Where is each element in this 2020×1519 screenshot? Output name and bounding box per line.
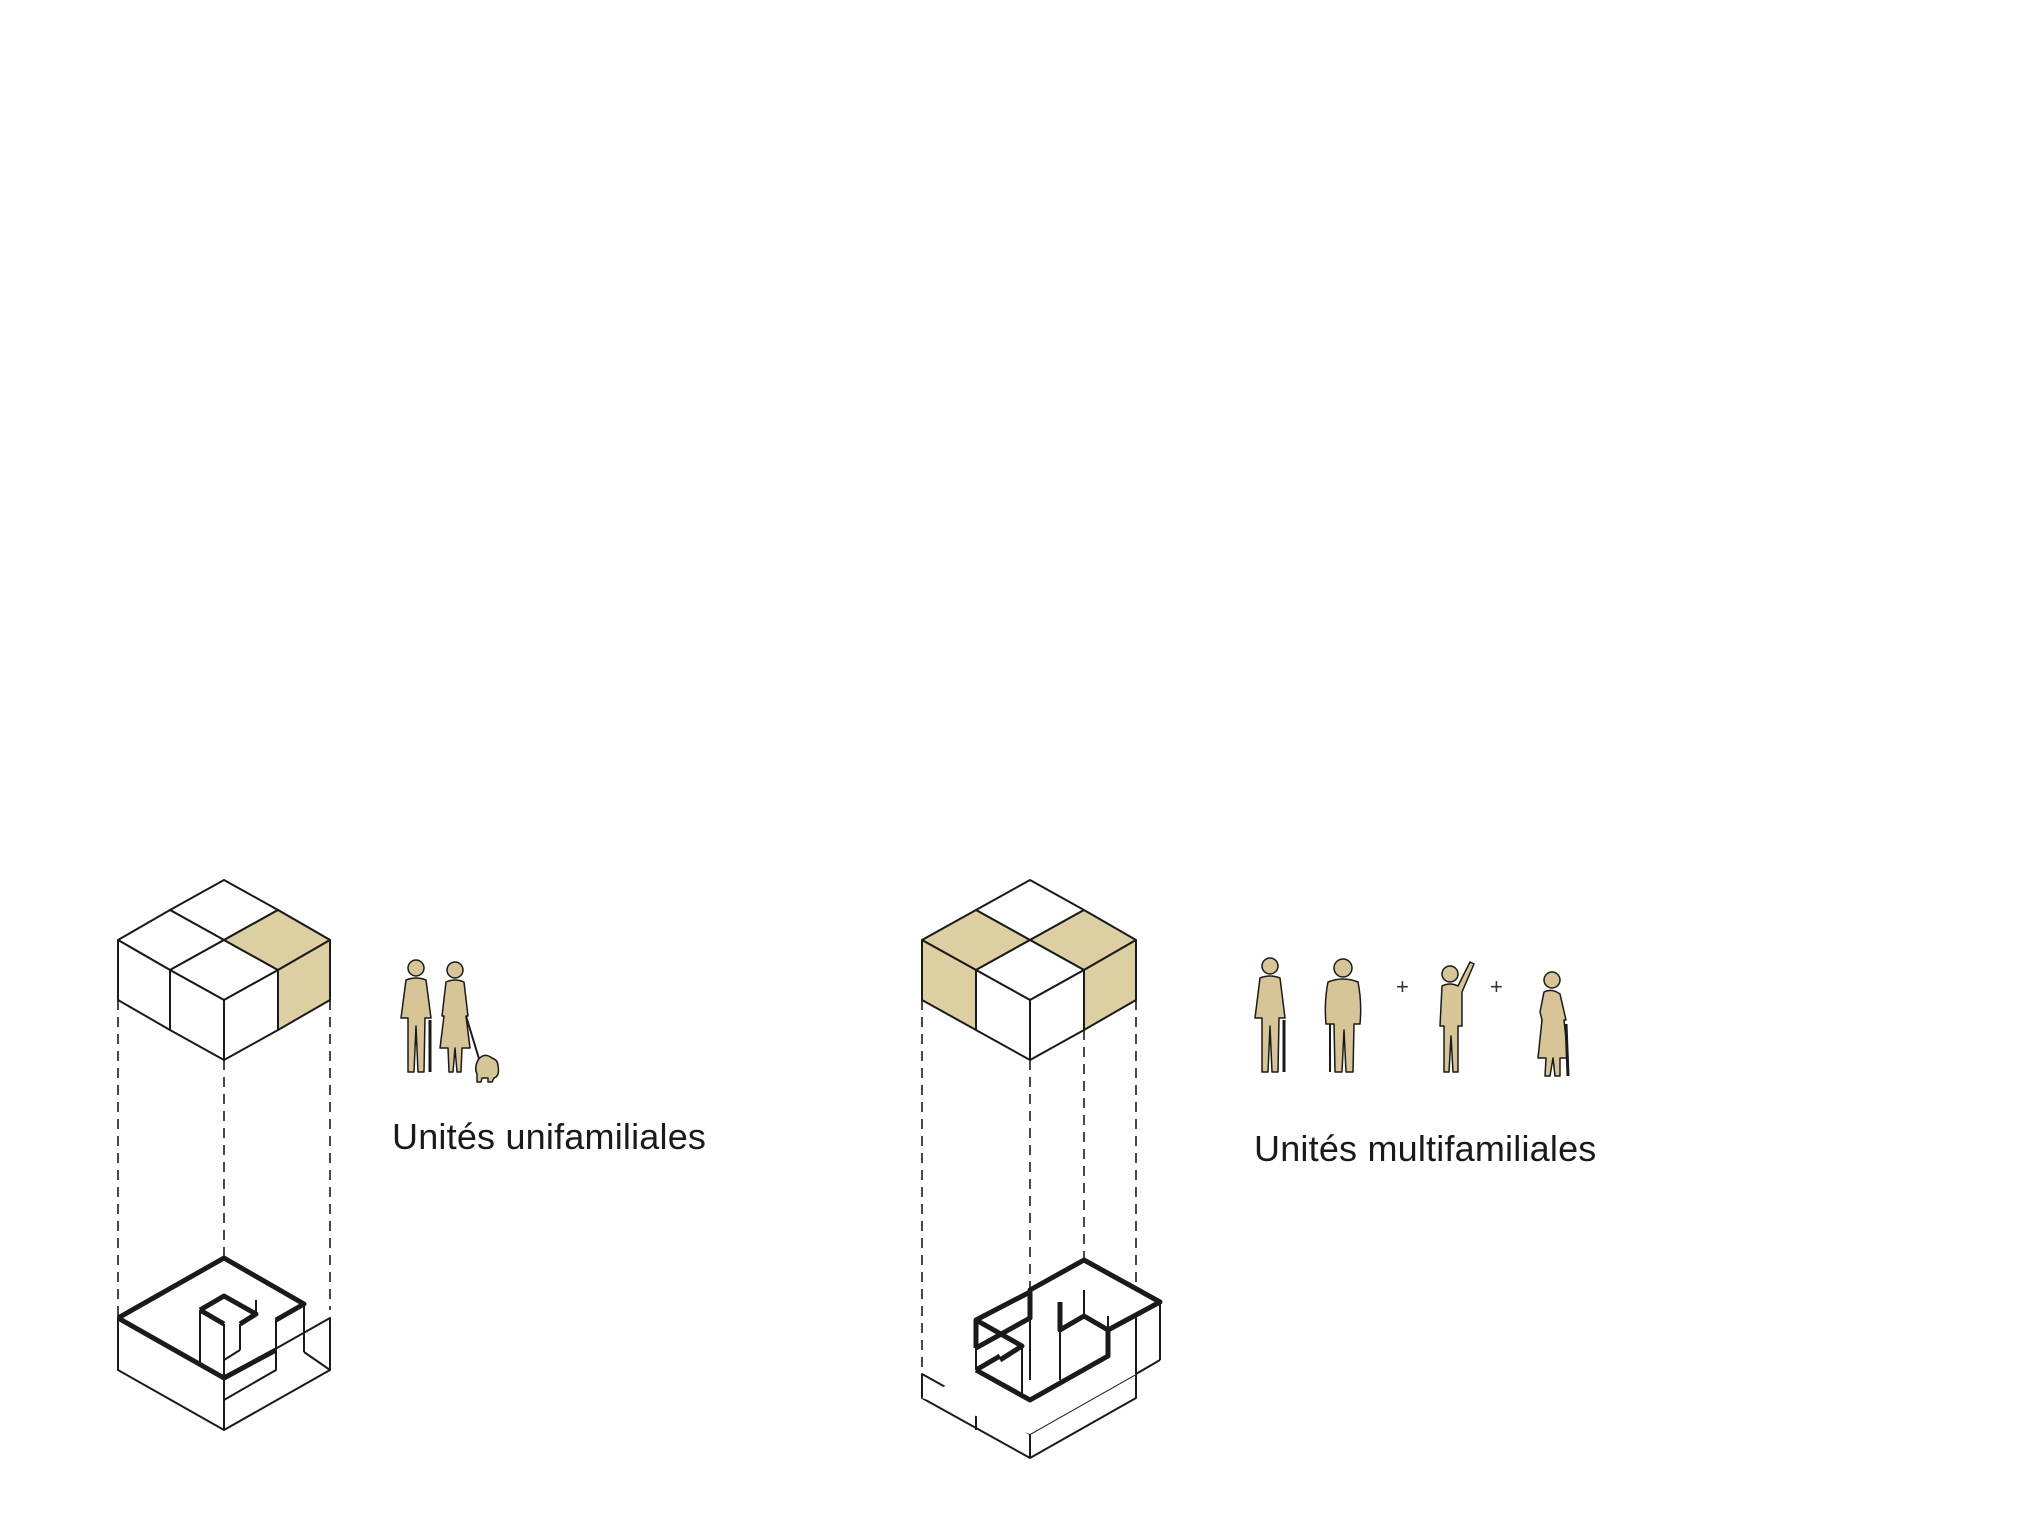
unifamiliale-occupants xyxy=(400,959,500,1083)
elderly-woman-with-dog-icon xyxy=(439,961,500,1083)
unifamiliale-floor-plan xyxy=(116,1255,331,1431)
multifamiliale-top-block xyxy=(921,879,1137,1061)
plus-separator-2: + xyxy=(1490,974,1503,999)
multifamiliale-floor-plan xyxy=(921,1257,1163,1459)
multifamiliale-occupants xyxy=(1254,957,1570,1077)
unifamiliale-diagram xyxy=(116,879,331,1431)
plus-separator-1: + xyxy=(1396,974,1409,999)
caption-unifamiliales: Unités unifamiliales xyxy=(392,1116,707,1157)
elderly-man-with-cane-icon xyxy=(1254,957,1286,1073)
multifamiliale-diagram xyxy=(921,879,1163,1459)
elderly-man-icon xyxy=(1324,958,1362,1073)
caption-multifamiliales: Unités multifamiliales xyxy=(1254,1128,1597,1169)
elderly-woman-with-cane-icon xyxy=(1537,971,1570,1077)
child-waving-icon xyxy=(1439,961,1475,1073)
elderly-man-with-cane-icon xyxy=(400,959,432,1073)
unifamiliale-top-block xyxy=(117,879,331,1061)
unifamiliale-projection-lines xyxy=(117,1000,331,1318)
